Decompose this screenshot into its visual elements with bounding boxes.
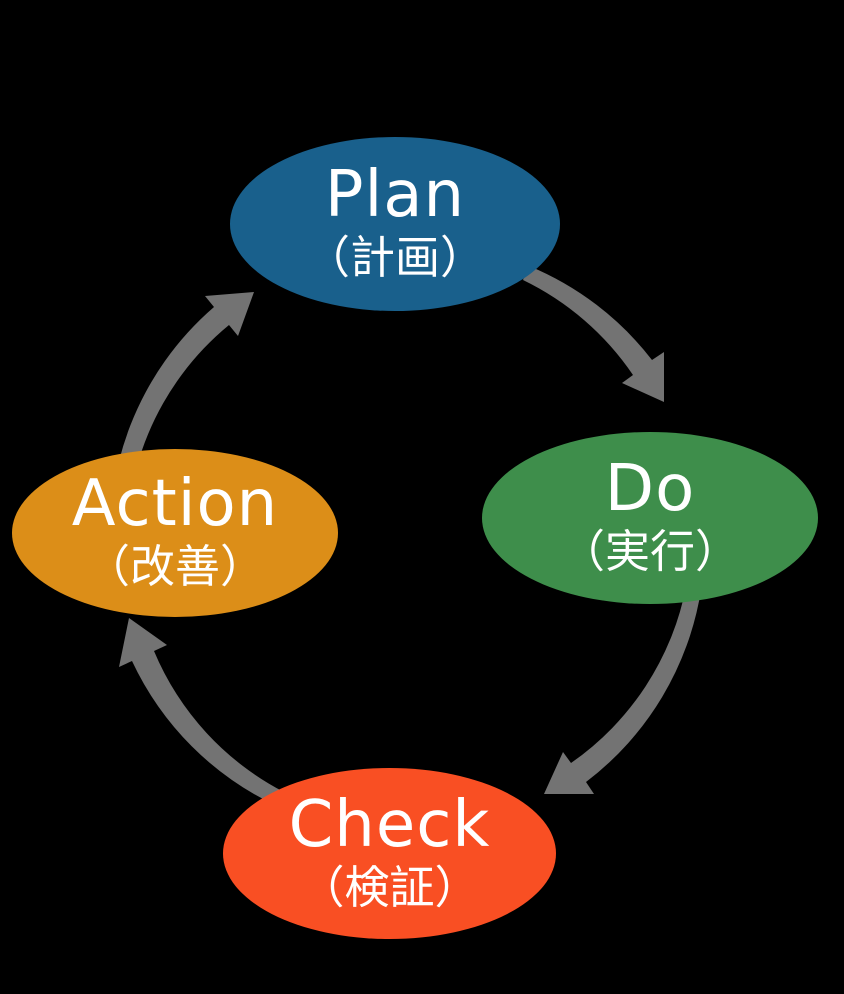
node-plan: Plan （計画）: [230, 137, 560, 311]
arrow-check-to-action-icon: [119, 618, 284, 806]
arrow-plan-to-do-icon: [523, 266, 664, 402]
node-do-sublabel: （実行）: [559, 525, 740, 579]
node-action: Action （改善）: [12, 449, 338, 617]
node-action-label: Action: [71, 467, 279, 542]
node-do: Do （実行）: [482, 432, 818, 604]
node-plan-label: Plan: [324, 158, 466, 233]
node-check-sublabel: （検証）: [299, 860, 480, 914]
node-action-sublabel: （改善）: [84, 540, 265, 594]
node-plan-sublabel: （計画）: [304, 231, 485, 285]
arrow-do-to-check-icon: [544, 587, 701, 794]
node-check: Check （検証）: [223, 768, 556, 939]
node-check-label: Check: [288, 787, 491, 862]
node-do-label: Do: [604, 452, 696, 527]
